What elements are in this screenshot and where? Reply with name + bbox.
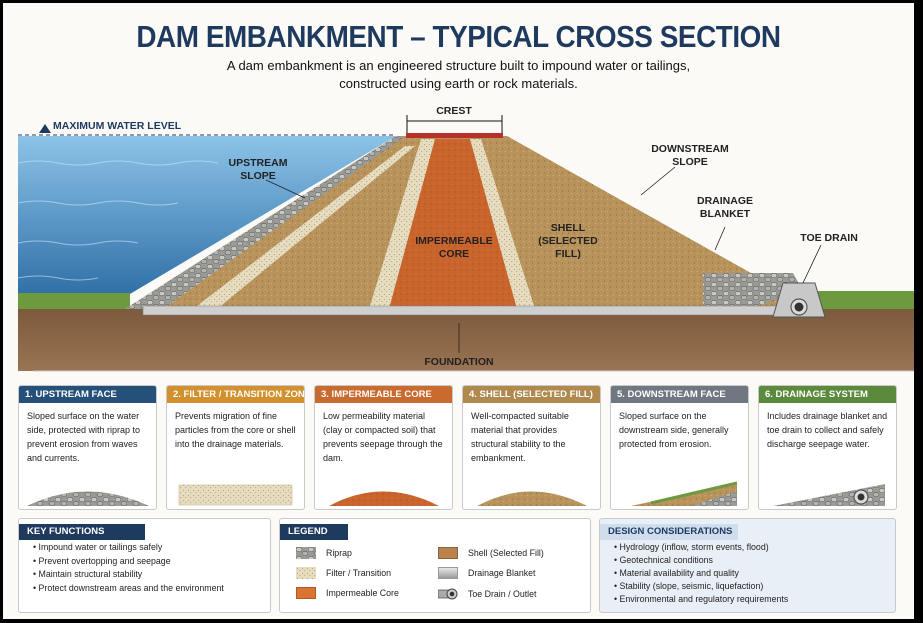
legend-label: Drainage Blanket — [468, 568, 536, 578]
design-title: DESIGN CONSIDERATIONS — [600, 524, 738, 540]
legend-item-riprap: Riprap — [296, 547, 352, 559]
card-title: 6. DRAINAGE SYSTEM — [759, 386, 896, 403]
card-title: 4. SHELL (SELECTED FILL) — [463, 386, 600, 403]
card-shell: 4. SHELL (SELECTED FILL) Well-compacted … — [462, 385, 601, 510]
card-title: 2. FILTER / TRANSITION ZONE — [167, 386, 304, 403]
legend-title: LEGEND — [280, 524, 348, 540]
key-function-item: Maintain structural stability — [33, 568, 224, 582]
filter-sample-icon — [178, 484, 293, 506]
core-label-1: IMPERMEABLE — [415, 235, 493, 247]
filter-upstream — [193, 146, 415, 309]
key-functions-box: KEY FUNCTIONS Impound water or tailings … — [18, 518, 271, 613]
impermeable-core — [389, 139, 517, 309]
filter-core-upstream — [369, 139, 435, 309]
toe-drain-swatch-icon — [438, 588, 458, 600]
card-upstream-face: 1. UPSTREAM FACE Sloped surface on the w… — [18, 385, 157, 510]
foundation-label: FOUNDATION — [424, 356, 493, 368]
core-swatch-icon — [296, 587, 316, 599]
dam-cross-section: MAXIMUM WATER LEVEL CREST UPSTREAM SLOPE… — [17, 105, 914, 372]
drainage-pipe-icon — [773, 484, 885, 506]
page-subtitle: A dam embankment is an engineered struct… — [226, 58, 691, 91]
card-text: Includes drainage blanket and toe drain … — [767, 411, 888, 449]
filter-swatch-icon — [296, 567, 316, 579]
riprap-layer — [125, 136, 405, 309]
card-title: 3. IMPERMEABLE CORE — [315, 386, 452, 403]
key-function-item: Protect downstream areas and the environ… — [33, 582, 224, 596]
card-title: 5. DOWNSTREAM FACE — [611, 386, 748, 403]
crest-label: CREST — [436, 105, 472, 117]
drainage-blanket — [142, 305, 804, 316]
upstream-slope-label-2: SLOPE — [240, 170, 276, 182]
toe-drain-icon — [772, 282, 826, 318]
downstream-slope-label-2: SLOPE — [672, 156, 708, 168]
riprap-sample-icon — [27, 491, 149, 506]
riprap-swatch-icon — [296, 547, 316, 559]
card-filter-zone: 2. FILTER / TRANSITION ZONE Prevents mig… — [166, 385, 305, 510]
legend-label: Riprap — [326, 548, 352, 558]
legend-item-shell: Shell (Selected Fill) — [438, 547, 544, 559]
legend-item-toe-drain: Toe Drain / Outlet — [438, 587, 536, 601]
max-water-level-label: MAXIMUM WATER LEVEL — [53, 120, 182, 132]
reservoir-water — [18, 136, 396, 297]
card-impermeable-core: 3. IMPERMEABLE CORE Low permeability mat… — [314, 385, 453, 510]
key-function-item: Prevent overtopping and seepage — [33, 555, 224, 569]
card-text: Well-compacted suitable material that pr… — [471, 411, 569, 463]
card-downstream-face: 5. DOWNSTREAM FACE Sloped surface on the… — [610, 385, 749, 510]
water-level-icon — [39, 124, 51, 133]
card-text: Sloped surface on the water side, protec… — [27, 411, 141, 463]
card-text: Sloped surface on the downstream side, g… — [619, 411, 729, 449]
page: DAM EMBANKMENT – TYPICAL CROSS SECTION A… — [3, 3, 914, 619]
downstream-slope-label-1: DOWNSTREAM — [651, 143, 729, 155]
upstream-slope-label-1: UPSTREAM — [229, 157, 288, 169]
design-considerations-box: DESIGN CONSIDERATIONS Hydrology (inflow,… — [599, 518, 896, 613]
downstream-ground — [803, 291, 914, 309]
downstream-toe-riprap — [703, 273, 803, 309]
filter-core-downstream — [470, 139, 535, 309]
card-drainage-system: 6. DRAINAGE SYSTEM Includes drainage bla… — [758, 385, 897, 510]
drainage-blanket-label-1: DRAINAGE — [697, 195, 753, 207]
drainage-blanket-label-2: BLANKET — [700, 208, 751, 220]
toe-drain-label: TOE DRAIN — [800, 232, 858, 244]
legend-label: Impermeable Core — [326, 588, 399, 598]
shell-swatch-icon — [438, 547, 458, 559]
design-item: Material availability and quality — [614, 567, 788, 580]
page-title: DAM EMBANKMENT – TYPICAL CROSS SECTION — [136, 19, 781, 54]
legend-label: Filter / Transition — [326, 568, 392, 578]
card-title: 1. UPSTREAM FACE — [19, 386, 156, 403]
drainage-blanket-swatch-icon — [438, 567, 458, 579]
card-text: Low permeability material (clay or compa… — [323, 411, 443, 463]
shell-label-3: FILL) — [555, 248, 581, 260]
foundation-layer — [18, 309, 914, 371]
crest-surface — [406, 133, 503, 138]
legend-item-core: Impermeable Core — [296, 587, 399, 599]
shell-label-2: (SELECTED — [538, 235, 598, 247]
legend-item-filter: Filter / Transition — [296, 567, 391, 579]
shell-sample-icon — [477, 491, 587, 506]
legend-label: Toe Drain / Outlet — [468, 589, 537, 599]
legend-label: Shell (Selected Fill) — [468, 548, 544, 558]
design-item: Geotechnical conditions — [614, 554, 788, 567]
legend-item-drainage-blanket: Drainage Blanket — [438, 567, 535, 579]
upstream-ground — [18, 293, 130, 309]
key-function-item: Impound water or tailings safely — [33, 541, 224, 555]
downstream-face-icon — [631, 481, 738, 506]
legend-box: LEGEND Riprap Filter / Transition Imperm… — [279, 518, 591, 613]
shell-label-1: SHELL — [551, 222, 586, 234]
design-item: Environmental and regulatory requirement… — [614, 593, 789, 606]
design-item: Hydrology (inflow, storm events, flood) — [614, 541, 788, 554]
core-label-2: CORE — [439, 248, 469, 260]
card-text: Prevents migration of fine particles fro… — [175, 411, 296, 449]
key-functions-title: KEY FUNCTIONS — [19, 524, 145, 540]
core-sample-icon — [329, 491, 439, 506]
design-item: Stability (slope, seismic, liquefaction) — [614, 580, 788, 593]
